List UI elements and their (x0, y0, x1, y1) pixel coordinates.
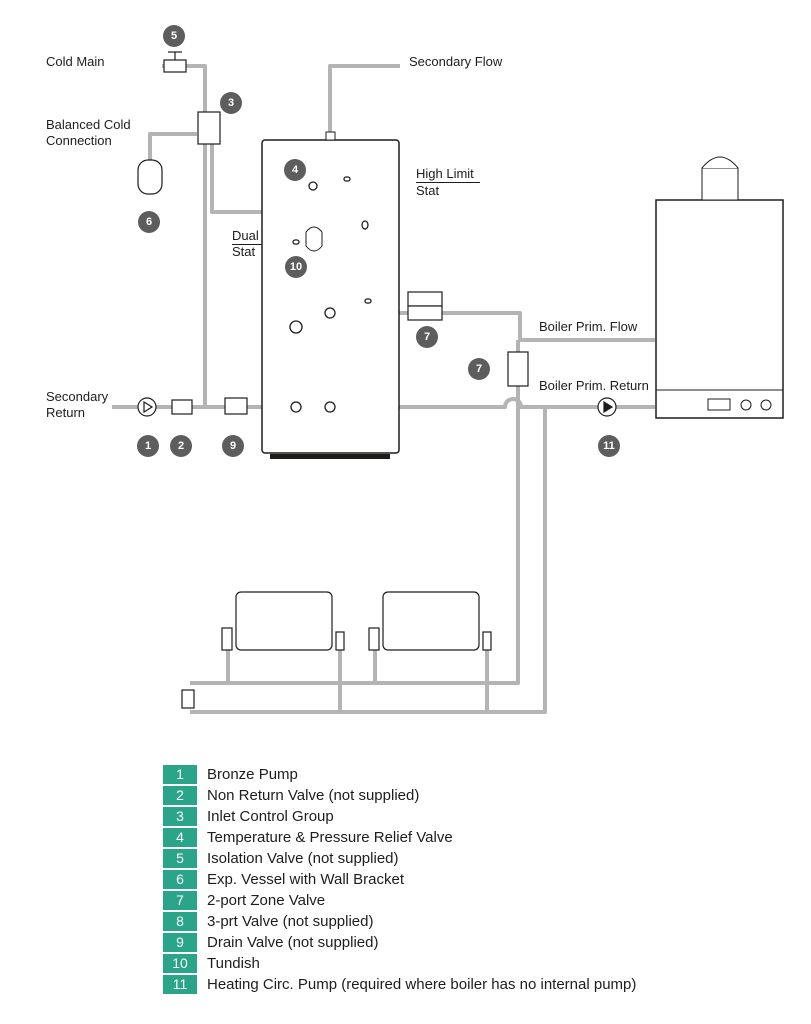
legend-number: 5 (163, 849, 197, 868)
legend-row: 8 3-prt Valve (not supplied) (163, 911, 636, 932)
legend-number: 1 (163, 765, 197, 784)
legend-number: 3 (163, 807, 197, 826)
badge-10: 10 (285, 256, 307, 278)
three-port-valve-icon (181, 689, 195, 709)
legend-text: Tundish (207, 955, 260, 972)
tundish-icon (305, 226, 323, 252)
boiler (655, 156, 784, 419)
legend-text: Isolation Valve (not supplied) (207, 850, 399, 867)
cylinder-outlet (325, 131, 336, 141)
badge-5: 5 (163, 25, 185, 47)
label-secondary-return: Secondary Return (46, 389, 109, 420)
legend-number: 11 (163, 975, 197, 994)
legend-text: 3-prt Valve (not supplied) (207, 913, 374, 930)
expansion-vessel-icon (137, 159, 163, 195)
legend: 1 Bronze Pump 2 Non Return Valve (not suppl… (163, 764, 636, 995)
badge-9: 9 (222, 435, 244, 457)
badge-2: 2 (170, 435, 192, 457)
zone-valve-icon (407, 291, 443, 321)
label-high-limit-stat: Stat (416, 183, 440, 198)
badge-1: 1 (137, 435, 159, 457)
legend-text: Bronze Pump (207, 766, 298, 783)
legend-row: 1 Bronze Pump (163, 764, 636, 785)
cylinder-ports (289, 176, 372, 413)
isolation-valve-icon (163, 51, 187, 73)
pump-icon (137, 397, 157, 417)
label-boiler-prim-return: Boiler Prim. Return (539, 378, 649, 393)
legend-row: 5 Isolation Valve (not supplied) (163, 848, 636, 869)
legend-number: 4 (163, 828, 197, 847)
label-balanced-cold: Balanced Cold Connection (46, 117, 131, 148)
label-dual-stat: Stat (232, 244, 256, 259)
legend-number: 8 (163, 912, 197, 931)
legend-number: 6 (163, 870, 197, 889)
legend-row: 2 Non Return Valve (not supplied) (163, 785, 636, 806)
legend-row: 9 Drain Valve (not supplied) (163, 932, 636, 953)
legend-number: 7 (163, 891, 197, 910)
legend-text: Non Return Valve (not supplied) (207, 787, 420, 804)
legend-text: Exp. Vessel with Wall Bracket (207, 871, 405, 888)
legend-row: 11 Heating Circ. Pump (required where boi… (163, 974, 636, 995)
zone-valve-icon-2 (507, 351, 529, 387)
plumbing-schematic (112, 51, 784, 714)
badge-11: 11 (598, 435, 620, 457)
legend-text: 2-port Zone Valve (207, 892, 326, 909)
legend-text: Inlet Control Group (207, 808, 334, 825)
legend-text: Temperature & Pressure Relief Valve (207, 829, 453, 846)
cylinder-base (270, 454, 390, 459)
drain-valve-icon (224, 397, 248, 415)
label-secondary-flow: Secondary Flow (409, 54, 503, 69)
non-return-valve-icon (171, 399, 193, 415)
legend-row: 7 2-port Zone Valve (163, 890, 636, 911)
label-high-limit: High Limit (416, 166, 480, 183)
radiators (221, 591, 492, 651)
legend-text: Drain Valve (not supplied) (207, 934, 379, 951)
legend-row: 4 Temperature & Pressure Relief Valve (163, 827, 636, 848)
badge-6: 6 (138, 211, 160, 233)
badge-7a: 7 (416, 326, 438, 348)
legend-row: 6 Exp. Vessel with Wall Bracket (163, 869, 636, 890)
legend-number: 9 (163, 933, 197, 952)
badge-3: 3 (220, 92, 242, 114)
badge-7b: 7 (468, 358, 490, 380)
inlet-control-group-icon (197, 111, 221, 145)
legend-row: 10 Tundish (163, 953, 636, 974)
legend-text: Heating Circ. Pump (required where boile… (207, 976, 637, 993)
legend-number: 10 (163, 954, 197, 973)
label-boiler-prim-flow: Boiler Prim. Flow (539, 319, 638, 334)
label-dual: Dual (232, 228, 262, 245)
label-cold-main: Cold Main (46, 54, 105, 69)
badge-4: 4 (284, 159, 306, 181)
legend-number: 2 (163, 786, 197, 805)
legend-row: 3 Inlet Control Group (163, 806, 636, 827)
heating-pump-icon (597, 397, 617, 417)
